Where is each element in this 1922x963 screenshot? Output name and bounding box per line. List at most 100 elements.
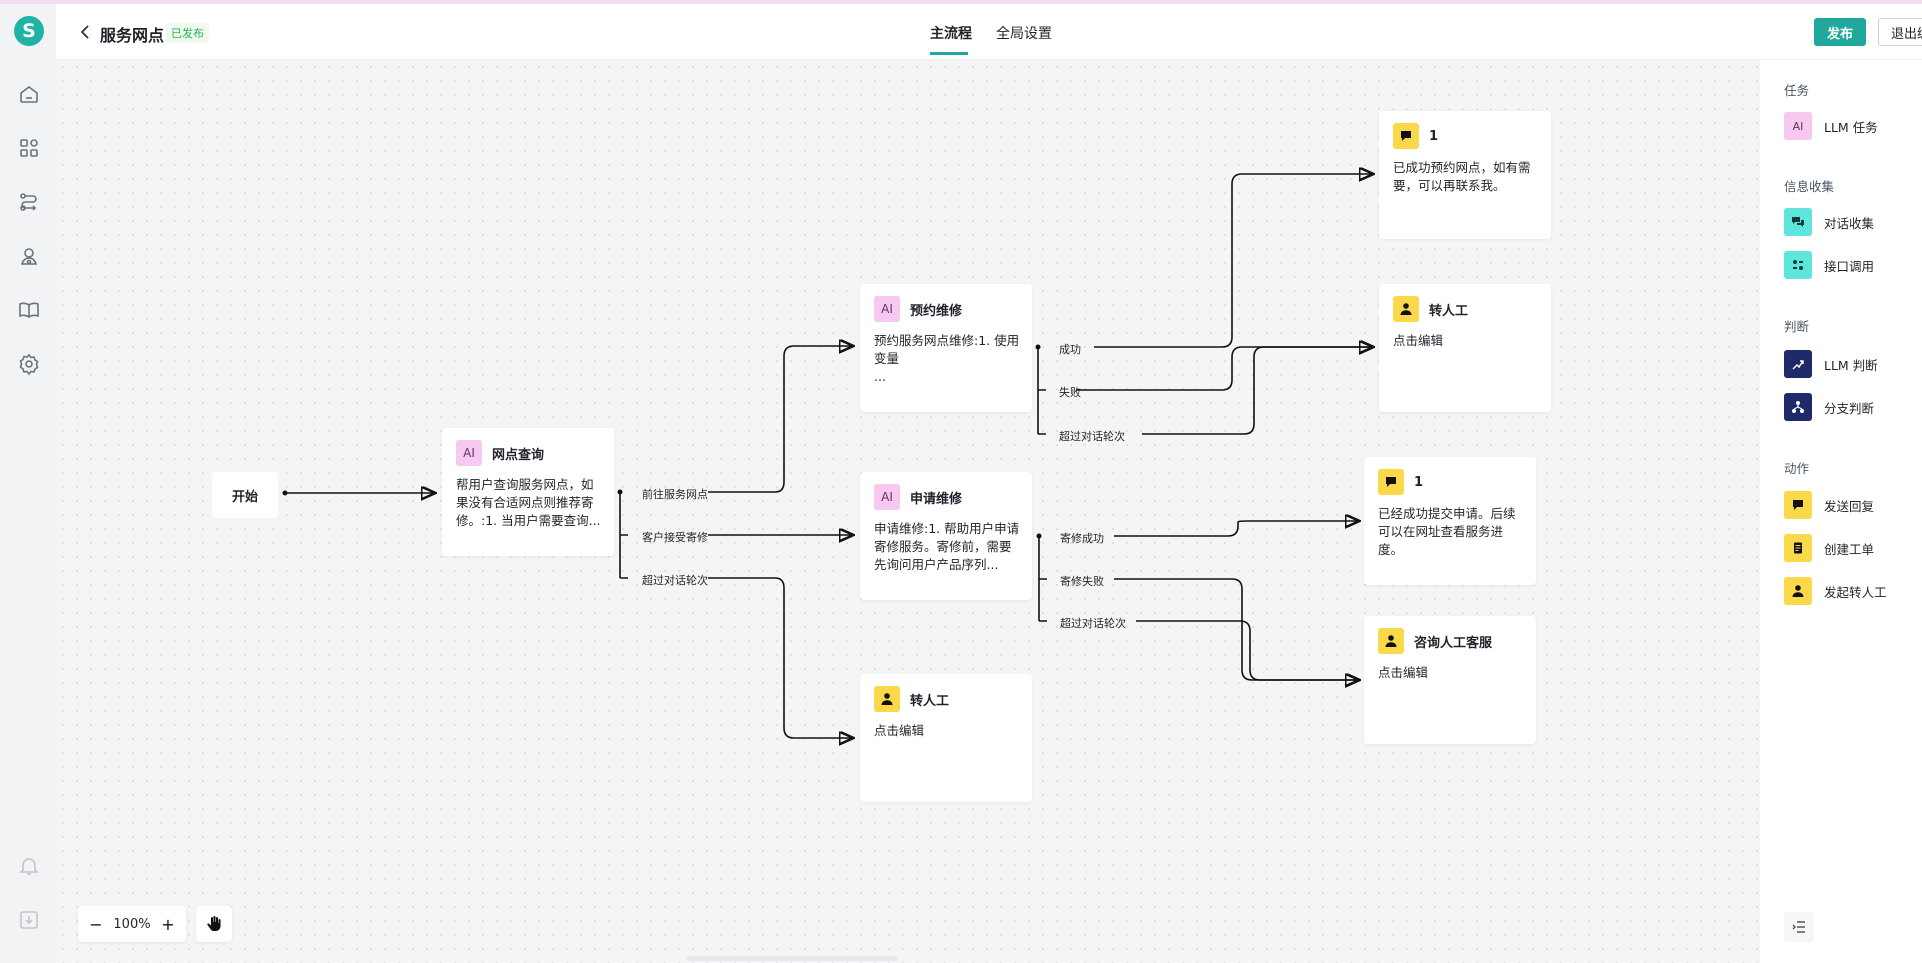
ticket-icon xyxy=(1784,534,1812,562)
edge-goto-branch xyxy=(708,346,852,493)
edge-apply-success xyxy=(1114,521,1358,537)
node-title: 预约维修 xyxy=(910,303,963,319)
horizontal-scrollbar[interactable] xyxy=(686,956,898,961)
flow-canvas[interactable]: 前往服务网点 客户接受寄修 超过对话轮次 成功 失败 超过对话轮次 寄修成功 寄… xyxy=(56,60,1760,963)
bot-icon[interactable] xyxy=(17,244,41,268)
status-badge: 已发布 xyxy=(166,23,209,43)
publish-button[interactable]: 发布 xyxy=(1814,18,1866,46)
edge-label-accept-repair: 客户接受寄修 xyxy=(642,531,708,544)
palette-start-transfer[interactable]: 发起转人工 xyxy=(1784,577,1914,605)
palette-item-label: 发起转人工 xyxy=(1824,584,1887,600)
chat-bubble-icon xyxy=(1784,491,1812,519)
palette-dialog-collect[interactable]: 对话收集 xyxy=(1784,208,1914,236)
zoom-controls: − 100% + xyxy=(78,906,186,942)
node-description: 帮用户查询服务网点，如果没有合适网点则推荐寄修。:1. 当用户需要查询... xyxy=(456,477,601,528)
apps-icon[interactable] xyxy=(17,136,41,160)
edge-apply-fail xyxy=(1114,578,1358,680)
palette-create-ticket[interactable]: 创建工单 xyxy=(1784,534,1914,562)
node-description: 点击编辑 xyxy=(874,723,925,738)
edge-timeout-1 xyxy=(708,577,852,738)
section-action: 动作 xyxy=(1784,461,1810,476)
zoom-out-button[interactable]: − xyxy=(89,914,103,934)
person-icon xyxy=(874,686,900,712)
node-description: 点击编辑 xyxy=(1393,333,1444,348)
palette-item-label: LLM 判断 xyxy=(1824,357,1878,373)
palette-llm-task[interactable]: AI LLM 任务 xyxy=(1784,112,1914,140)
palette-item-label: 创建工单 xyxy=(1824,541,1875,557)
node-palette-panel: 任务 AI LLM 任务 信息收集 对话收集 接口调用 判断 LLM 判断 分支… xyxy=(1760,60,1922,963)
edge-label-book-success: 成功 xyxy=(1059,343,1081,356)
node-description: 已经成功提交申请。后续可以在网址查看服务进度。 xyxy=(1378,506,1516,557)
exit-edit-button[interactable]: 退出编辑 xyxy=(1878,18,1922,46)
node-title: 申请维修 xyxy=(910,491,963,507)
chat-bubble-icon xyxy=(1378,469,1404,495)
chat-bubble-icon xyxy=(1393,123,1419,149)
edge-label-book-timeout: 超过对话轮次 xyxy=(1059,430,1125,443)
node-transfer-human-1[interactable]: 转人工 点击编辑 xyxy=(860,674,1032,802)
edge-book-bus xyxy=(1037,347,1046,435)
zoom-in-button[interactable]: + xyxy=(161,914,175,934)
node-consult-agent[interactable]: 咨询人工客服 点击编辑 xyxy=(1364,616,1536,744)
node-description: 预约服务网点维修:1. 使用变量 ... xyxy=(874,333,1020,384)
edge-label-apply-fail: 寄修失败 xyxy=(1060,575,1104,588)
palette-item-label: 分支判断 xyxy=(1824,400,1875,416)
node-description: 申请维修:1. 帮助用户申请寄修服务。寄修前，需要先询问用户产品序列... xyxy=(874,521,1020,572)
start-node[interactable]: 开始 xyxy=(212,472,278,518)
person-icon xyxy=(1378,628,1404,654)
edge-book-success xyxy=(1094,174,1372,348)
edge-book-timeout xyxy=(1142,347,1372,435)
node-title: 转人工 xyxy=(910,693,950,709)
chat-collect-icon xyxy=(1784,208,1812,236)
hand-tool-icon[interactable] xyxy=(196,906,232,942)
palette-branch-judge[interactable]: 分支判断 xyxy=(1784,393,1914,421)
person-icon xyxy=(1393,296,1419,322)
edge-label-goto-branch: 前往服务网点 xyxy=(642,488,708,501)
page-title: 服务网点 xyxy=(100,26,165,45)
node-outlet-query[interactable]: AI 网点查询 帮用户查询服务网点，如果没有合适网点则推荐寄修。:1. 当用户需… xyxy=(442,428,614,556)
palette-send-reply[interactable]: 发送回复 xyxy=(1784,491,1914,519)
node-transfer-human-2[interactable]: 转人工 点击编辑 xyxy=(1379,284,1551,412)
node-title: 转人工 xyxy=(1429,303,1469,319)
ai-badge-icon: AI xyxy=(874,296,900,322)
bell-icon[interactable] xyxy=(17,854,41,878)
node-title: 网点查询 xyxy=(492,447,545,463)
zoom-level: 100% xyxy=(113,916,151,932)
edge-query-bus xyxy=(619,492,628,579)
top-accent-line xyxy=(0,0,1922,4)
node-description: 已成功预约网点，如有需要，可以再联系我。 xyxy=(1393,160,1531,193)
edge-apply-bus xyxy=(1038,536,1047,622)
tab-global-settings[interactable]: 全局设置 xyxy=(996,26,1052,42)
palette-llm-judge[interactable]: LLM 判断 xyxy=(1784,350,1914,378)
app-logo[interactable]: S xyxy=(14,16,44,46)
edge-apply-timeout xyxy=(1136,620,1358,680)
palette-item-label: 发送回复 xyxy=(1824,498,1875,514)
tab-main-flow[interactable]: 主流程 xyxy=(930,26,972,42)
ai-badge-icon: AI xyxy=(1784,112,1812,140)
flow-icon[interactable] xyxy=(17,190,41,214)
flow-edges xyxy=(282,60,1760,963)
section-task: 任务 xyxy=(1784,83,1810,98)
edge-label-apply-timeout: 超过对话轮次 xyxy=(1060,617,1126,630)
node-title: 1 xyxy=(1429,128,1439,144)
node-apply-repair[interactable]: AI 申请维修 申请维修:1. 帮助用户申请寄修服务。寄修前，需要先询问用户产品… xyxy=(860,472,1032,600)
ai-badge-icon: AI xyxy=(456,440,482,466)
edge-label-timeout-1: 超过对话轮次 xyxy=(642,574,708,587)
node-reply-booked[interactable]: 1 已成功预约网点，如有需要，可以再联系我。 xyxy=(1379,111,1551,239)
book-icon[interactable] xyxy=(17,298,41,322)
node-reply-submitted[interactable]: 1 已经成功提交申请。后续可以在网址查看服务进度。 xyxy=(1364,457,1536,585)
collapse-panel-icon[interactable] xyxy=(1784,912,1814,942)
gear-icon[interactable] xyxy=(17,352,41,376)
palette-item-label: 对话收集 xyxy=(1824,215,1875,231)
active-tab-indicator xyxy=(930,52,968,55)
node-title: 咨询人工客服 xyxy=(1414,635,1493,651)
back-chevron-icon[interactable] xyxy=(76,22,96,42)
edge-label-apply-success: 寄修成功 xyxy=(1060,532,1104,545)
person-icon xyxy=(1784,577,1812,605)
palette-item-label: 接口调用 xyxy=(1824,258,1875,274)
home-icon[interactable] xyxy=(17,82,41,106)
palette-api-call[interactable]: 接口调用 xyxy=(1784,251,1914,279)
node-book-repair[interactable]: AI 预约维修 预约服务网点维修:1. 使用变量 ... xyxy=(860,284,1032,412)
download-icon[interactable] xyxy=(17,908,41,932)
node-title: 1 xyxy=(1414,474,1424,490)
section-judge: 判断 xyxy=(1784,319,1810,334)
